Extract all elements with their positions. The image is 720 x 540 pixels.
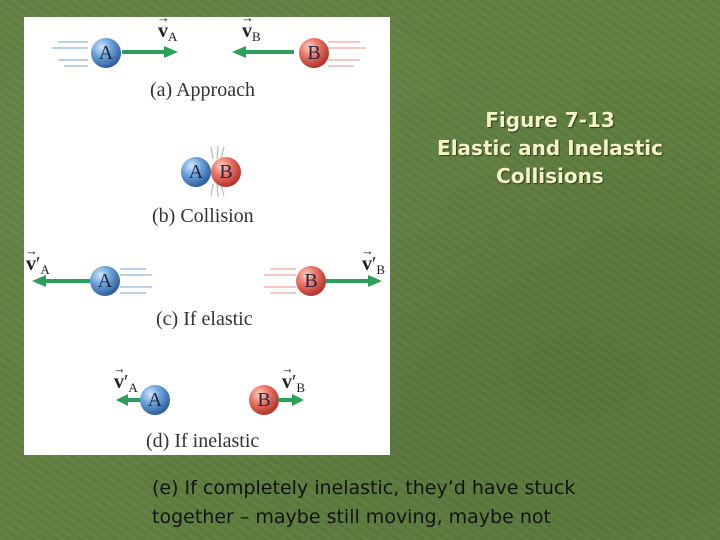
ball-a-label: A	[181, 157, 211, 187]
ball-a-label: A	[90, 266, 120, 296]
motion-lines-a-elastic	[120, 269, 152, 293]
velocity-label-vb-prime-inelastic: v′B	[282, 372, 305, 398]
ball-b-label: B	[211, 157, 241, 187]
caption-inelastic: (d) If inelastic	[146, 430, 259, 453]
title-line-3: Collisions	[410, 162, 690, 190]
note-line-1: (e) If completely inelastic, they’d have…	[152, 474, 712, 503]
arrow-va	[122, 46, 178, 58]
note-text: (e) If completely inelastic, they’d have…	[152, 474, 712, 532]
collision-figure: A B A B A B A B vA vB v′A v′B v′A v′B (a…	[24, 17, 390, 455]
ball-a-label: A	[91, 38, 121, 68]
velocity-label-va-prime-inelastic: v′A	[114, 372, 138, 398]
caption-collision: (b) Collision	[152, 205, 254, 228]
title-line-2: Elastic and Inelastic	[410, 134, 690, 162]
title-line-1: Figure 7-13	[410, 106, 690, 134]
velocity-label-va: vA	[158, 21, 177, 47]
ball-b-label: B	[249, 385, 279, 415]
caption-elastic: (c) If elastic	[156, 308, 253, 331]
ball-b-label: B	[299, 38, 329, 68]
velocity-label-vb: vB	[242, 21, 261, 47]
ball-a-label: A	[140, 385, 170, 415]
arrow-vb	[232, 46, 294, 58]
motion-lines-b-approach	[328, 42, 366, 66]
caption-approach: (a) Approach	[150, 79, 255, 102]
ball-b-label: B	[296, 266, 326, 296]
velocity-label-va-prime: v′A	[26, 254, 50, 280]
motion-lines-b-elastic	[264, 269, 296, 293]
note-line-2: together – maybe still moving, maybe not	[152, 503, 712, 532]
slide-title: Figure 7-13 Elastic and Inelastic Collis…	[410, 106, 690, 190]
velocity-label-vb-prime: v′B	[362, 254, 385, 280]
motion-lines-a-approach	[52, 42, 88, 66]
